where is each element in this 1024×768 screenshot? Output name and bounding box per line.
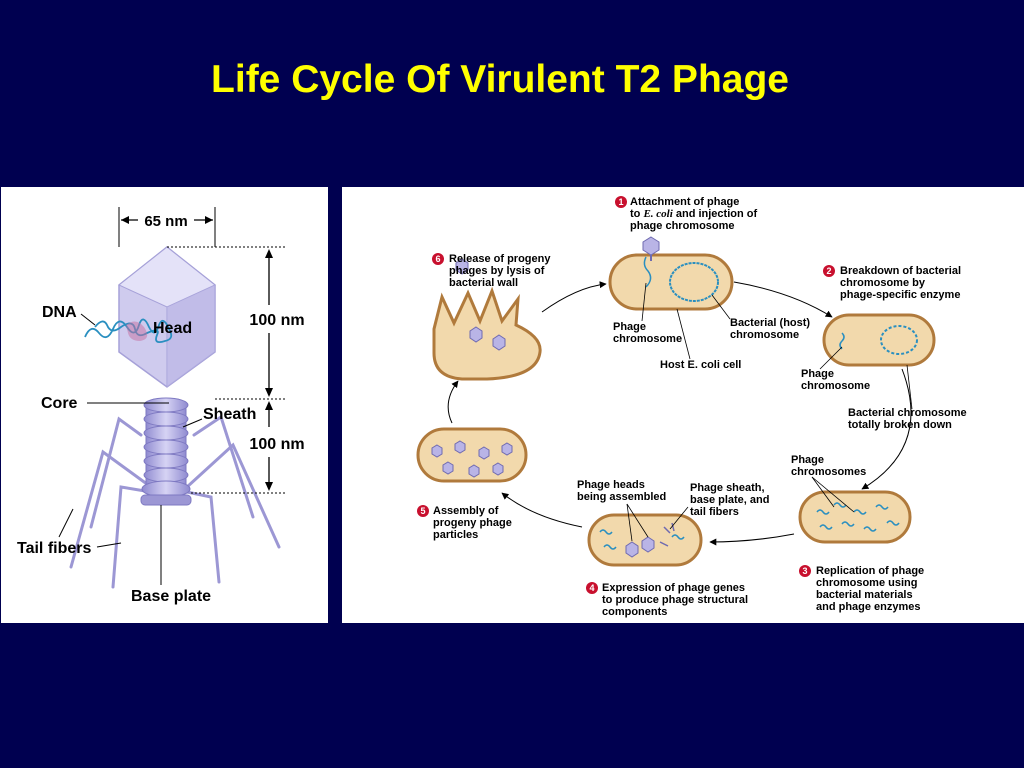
step3-number: 3 bbox=[802, 566, 807, 576]
label-broken-down-a: Bacterial chromosome bbox=[848, 407, 967, 419]
dna-label: DNA bbox=[42, 304, 77, 321]
step4-number: 4 bbox=[589, 583, 594, 593]
label-phage-chromosome-1b: chromosome bbox=[613, 333, 682, 345]
label-bacterial-host-a: Bacterial (host) bbox=[730, 317, 810, 329]
base-plate bbox=[140, 494, 192, 506]
step1-number: 1 bbox=[618, 197, 623, 207]
lytic-cycle-panel: 1 2 3 4 5 6 Attachment of phage to E. co… bbox=[342, 187, 1024, 623]
cell-step1 bbox=[608, 236, 734, 311]
tail-fibers-label: Tail fibers bbox=[17, 540, 91, 557]
step6-number: 6 bbox=[435, 254, 440, 264]
step1-line3: phage chromosome bbox=[630, 220, 735, 232]
cell-step2 bbox=[822, 313, 936, 367]
label-host-cell: Host E. coli cell bbox=[660, 359, 741, 371]
step5-line1: Assembly of bbox=[433, 505, 499, 517]
step6-line3: bacterial wall bbox=[449, 277, 518, 289]
step2-number: 2 bbox=[826, 266, 831, 276]
head-length-dimension bbox=[167, 246, 287, 400]
step1-line1: Attachment of phage bbox=[630, 196, 739, 208]
step2-line1: Breakdown of bacterial bbox=[840, 265, 961, 277]
phage-head bbox=[118, 246, 216, 388]
leader-lines bbox=[626, 282, 913, 542]
phage-anatomy-panel: 65 nm DNA Head 100 nm bbox=[1, 187, 328, 623]
label-broken-down-b: totally broken down bbox=[848, 419, 952, 431]
dna-strand bbox=[84, 318, 173, 344]
label-phage-chromosome-2b: chromosome bbox=[801, 380, 870, 392]
label-sheath-b: base plate, and bbox=[690, 494, 769, 506]
lytic-cycle-diagram: 1 2 3 4 5 6 Attachment of phage to E. co… bbox=[416, 196, 967, 618]
head-label: Head bbox=[153, 320, 192, 337]
label-bacterial-host-b: chromosome bbox=[730, 329, 799, 341]
base-plate-label: Base plate bbox=[131, 588, 211, 605]
label-phage-chromosomes-b: chromosomes bbox=[791, 466, 866, 478]
step4-line3: components bbox=[602, 606, 667, 618]
tail-length-label: 100 nm bbox=[249, 436, 304, 453]
label-phage-chromosome-2a: Phage bbox=[801, 368, 834, 380]
cycle-arrows bbox=[447, 281, 912, 546]
step1-line2: to E. coli and injection of bbox=[630, 208, 757, 220]
core-label: Core bbox=[41, 395, 78, 412]
slide-title: Life Cycle Of Virulent T2 Phage bbox=[211, 58, 789, 101]
step6-line2: phages by lysis of bbox=[449, 265, 545, 277]
width-dimension bbox=[118, 207, 216, 247]
label-heads-a: Phage heads bbox=[577, 479, 645, 491]
cell-step5 bbox=[416, 427, 528, 483]
label-phage-chromosomes-a: Phage bbox=[791, 454, 824, 466]
tail-fibers bbox=[69, 414, 281, 589]
cell-step4 bbox=[587, 513, 703, 567]
tail-sheath bbox=[141, 397, 191, 498]
width-label: 65 nm bbox=[144, 213, 187, 230]
sheath-label: Sheath bbox=[203, 406, 256, 423]
step-badges bbox=[417, 196, 835, 594]
step4-line1: Expression of phage genes bbox=[602, 582, 745, 594]
label-sheath-a: Phage sheath, bbox=[690, 482, 765, 494]
phage-anatomy-diagram: 65 nm DNA Head 100 nm bbox=[17, 207, 305, 605]
label-phage-chromosome-1a: Phage bbox=[613, 321, 646, 333]
step4-line2: to produce phage structural bbox=[602, 594, 748, 606]
step3-line4: and phage enzymes bbox=[816, 601, 921, 613]
label-heads-b: being assembled bbox=[577, 491, 666, 503]
head-length-label: 100 nm bbox=[249, 312, 304, 329]
step5-line3: particles bbox=[433, 529, 478, 541]
step2-line3: phage-specific enzyme bbox=[840, 289, 960, 301]
step3-line3: bacterial materials bbox=[816, 589, 913, 601]
step6-line1: Release of progeny bbox=[449, 253, 551, 265]
step5-number: 5 bbox=[420, 506, 425, 516]
label-sheath-c: tail fibers bbox=[690, 506, 739, 518]
cell-step6 bbox=[432, 258, 542, 381]
cell-step3 bbox=[798, 490, 912, 544]
step3-line2: chromosome using bbox=[816, 577, 917, 589]
step5-line2: progeny phage bbox=[433, 517, 512, 529]
step2-line2: chromosome by bbox=[840, 277, 926, 289]
step3-line1: Replication of phage bbox=[816, 565, 924, 577]
tail-length-dimension bbox=[191, 401, 287, 494]
